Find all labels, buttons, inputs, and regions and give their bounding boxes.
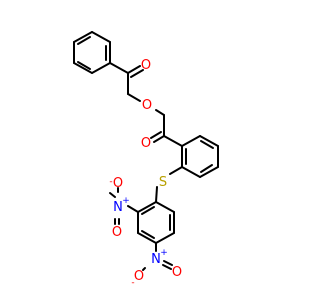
molecule-canvas: O O O S O - N + O N + O - O xyxy=(73,31,219,288)
charge-nitro2-minus: - xyxy=(131,278,134,288)
atom-carbonyl-oxygen: O xyxy=(141,136,151,151)
atom-nitro1-oxygen-minus: O xyxy=(113,176,123,191)
atom-nitro1-nitrogen: N xyxy=(113,200,123,215)
atom-nitro1-oxygen: O xyxy=(112,225,122,240)
charge-nitro1-minus: - xyxy=(109,177,112,187)
charge-nitro2-plus: + xyxy=(160,248,168,258)
atom-ester-oxygen: O xyxy=(142,98,152,113)
ester-group xyxy=(150,109,183,147)
charge-nitro1-plus: + xyxy=(122,196,130,206)
phenyl-ring xyxy=(73,31,111,74)
phenacyl-chain xyxy=(109,62,144,102)
thioether-link xyxy=(155,166,183,203)
atom-sulfur: S xyxy=(159,175,167,190)
atom-ketone-oxygen: O xyxy=(141,58,151,73)
nitro-group-ortho xyxy=(109,187,139,225)
benzoate-ring xyxy=(181,135,219,178)
structure-drawing: O O O S O - N + O N + O - O xyxy=(73,31,219,288)
dinitrophenyl-ring xyxy=(137,201,175,244)
atom-nitro2-oxygen-minus: O xyxy=(134,269,144,284)
atom-nitro2-oxygen: O xyxy=(172,265,182,280)
nitro-group-para xyxy=(142,242,173,271)
atom-nitro2-nitrogen: N xyxy=(151,252,161,267)
